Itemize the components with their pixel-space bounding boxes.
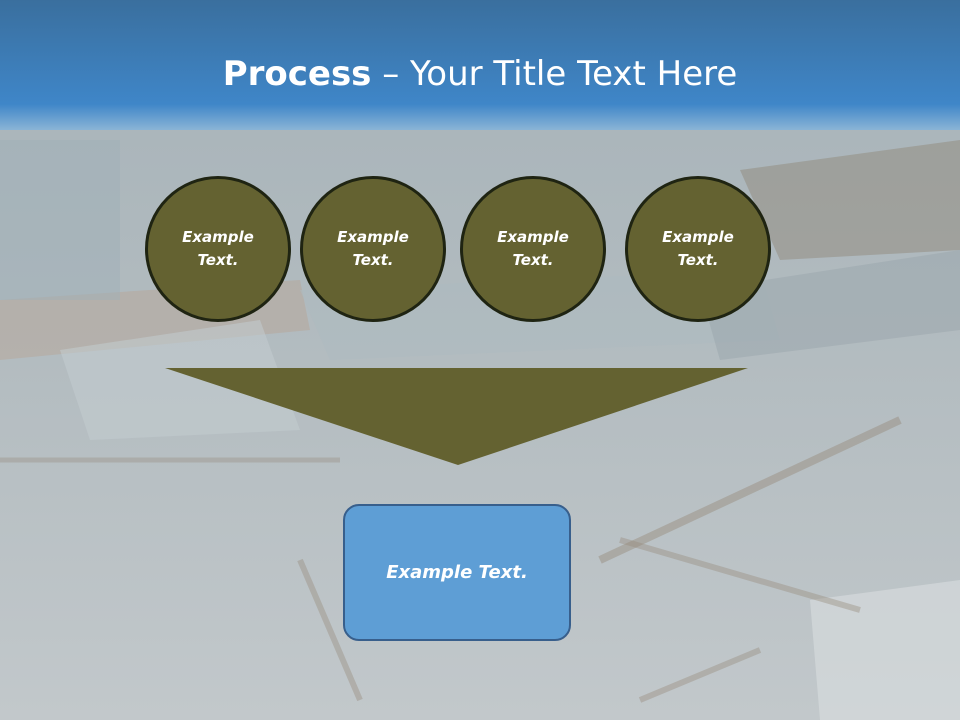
circle-label: Example Text. — [662, 228, 734, 269]
process-circle-3[interactable]: Example Text. — [460, 176, 606, 322]
title-rest: – Your Title Text Here — [371, 54, 738, 94]
circle-label: Example Text. — [497, 228, 569, 269]
circle-label: Example Text. — [337, 228, 409, 269]
slide-title: Process – Your Title Text Here — [0, 52, 960, 96]
process-circle-1[interactable]: Example Text. — [145, 176, 291, 322]
title-bold: Process — [222, 54, 372, 94]
result-box-label: Example Text. — [386, 562, 528, 583]
circle-label: Example Text. — [182, 228, 254, 269]
process-circle-2[interactable]: Example Text. — [300, 176, 446, 322]
process-circle-4[interactable]: Example Text. — [625, 176, 771, 322]
result-box[interactable]: Example Text. — [343, 504, 571, 641]
